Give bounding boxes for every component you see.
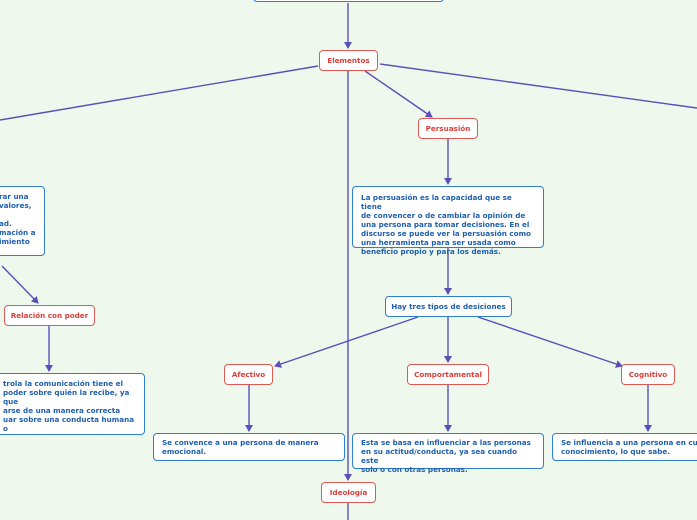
edge-elementos-right [379, 63, 697, 109]
edge-tipos-afectivo [274, 316, 419, 368]
node-left-desc-top-text: rar una valores, ad. mación a imiento [0, 192, 36, 246]
node-tipos-decisiones-label: Hay tres tipos de desiciones [391, 302, 506, 311]
node-relacion-poder-label: Relación con poder [10, 311, 89, 320]
node-left-desc-bottom[interactable]: trola la comunicación tiene el poder sob… [0, 373, 145, 435]
node-cognitivo[interactable]: Cognitivo [621, 364, 675, 385]
node-persuasion[interactable]: Persuasión [418, 118, 478, 139]
edge-tipos-cognitivo [477, 316, 623, 368]
node-ideologia[interactable]: Ideología [321, 482, 376, 503]
node-elementos[interactable]: Elementos [319, 50, 378, 71]
node-afectivo-desc-text: Se convence a una persona de manera emoc… [162, 438, 319, 456]
node-cognitivo-desc-text: Se influencia a una persona en cua conoc… [561, 438, 697, 456]
node-afectivo[interactable]: Afectivo [224, 364, 273, 385]
edge-leftdesc-relacion [1, 265, 39, 304]
node-left-desc-bottom-text: trola la comunicación tiene el poder sob… [3, 379, 135, 434]
node-cognitivo-label: Cognitivo [628, 370, 668, 379]
node-elementos-label: Elementos [327, 56, 370, 65]
node-afectivo-label: Afectivo [231, 370, 266, 379]
node-left-desc-top[interactable]: rar una valores, ad. mación a imiento [0, 186, 45, 256]
edge-elementos-persuasion [364, 70, 433, 118]
node-ideologia-label: Ideología [329, 488, 368, 497]
node-persuasion-label: Persuasión [425, 124, 471, 133]
node-comportamental-desc-text: Esta se basa en influenciar a las person… [361, 438, 531, 474]
node-comportamental-desc[interactable]: Esta se basa en influenciar a las person… [352, 433, 544, 474]
node-persuasion-desc-text: La persuasión es la capacidad que se tie… [361, 193, 531, 256]
edge-elementos-left [0, 65, 319, 121]
node-tipos-decisiones[interactable]: Hay tres tipos de desiciones [385, 296, 512, 317]
node-cognitivo-desc[interactable]: Se influencia a una persona en cua conoc… [552, 433, 697, 461]
node-afectivo-desc[interactable]: Se convence a una persona de manera emoc… [153, 433, 345, 461]
node-relacion-poder[interactable]: Relación con poder [4, 305, 95, 326]
node-persuasion-desc[interactable]: La persuasión es la capacidad que se tie… [352, 186, 544, 256]
root-node[interactable] [253, 0, 444, 2]
node-comportamental-label: Comportamental [414, 370, 482, 379]
node-comportamental[interactable]: Comportamental [407, 364, 489, 385]
